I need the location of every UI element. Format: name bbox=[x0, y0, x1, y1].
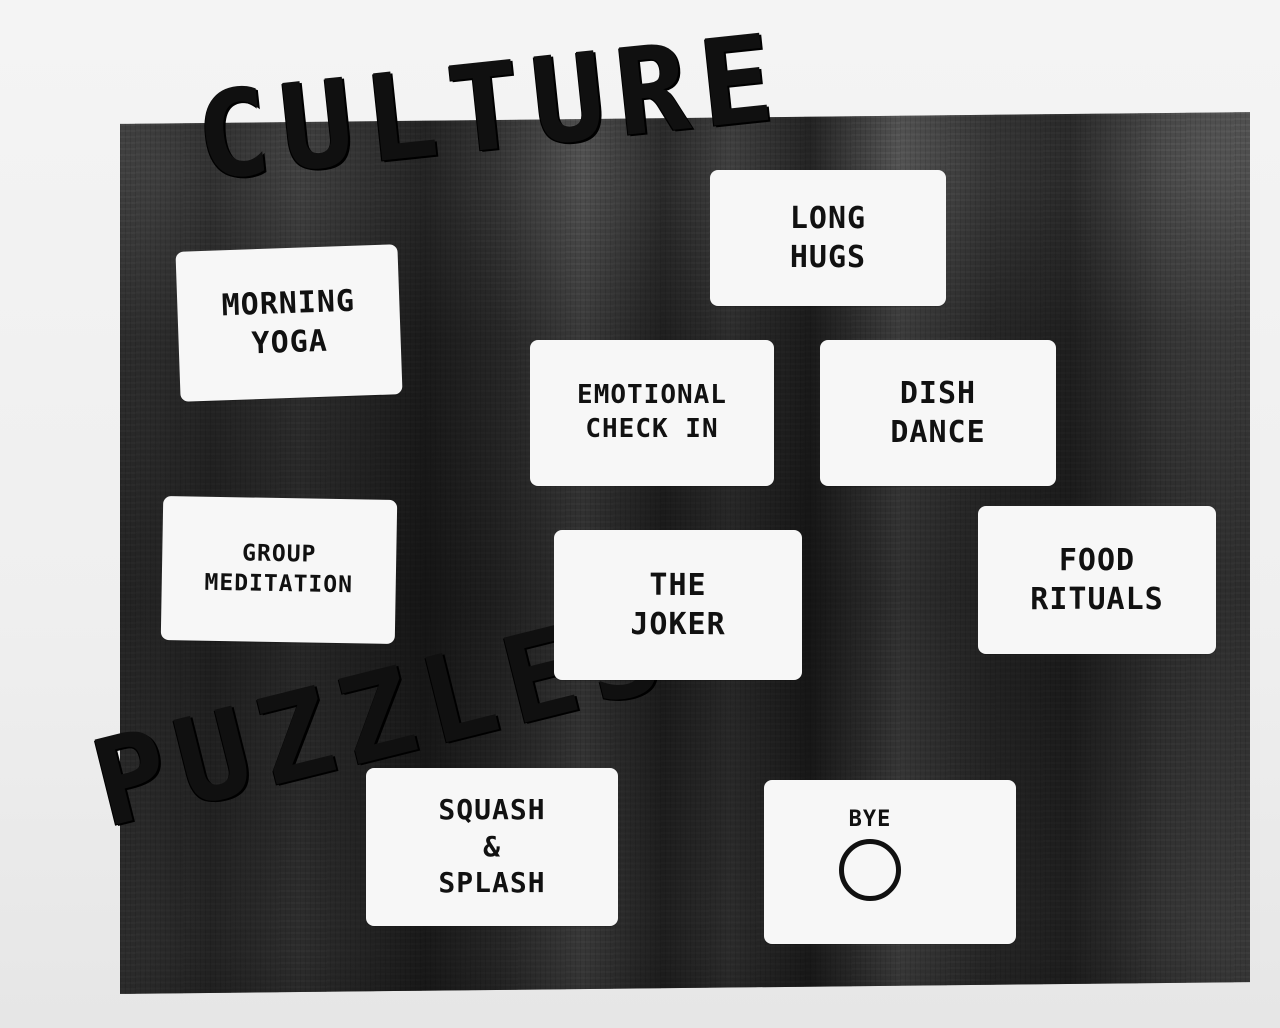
card-line: SPLASH bbox=[438, 866, 546, 900]
card-line: GROUP bbox=[241, 540, 317, 568]
card-line: THE bbox=[649, 568, 707, 603]
card-line: MEDITATION bbox=[204, 569, 354, 599]
card-morning-yoga: MORNING YOGA bbox=[175, 244, 403, 402]
circle-icon bbox=[839, 838, 901, 901]
card-line: EMOTIONAL bbox=[577, 380, 727, 411]
card-line: CHECK IN bbox=[585, 414, 719, 444]
card-the-joker: THE JOKER bbox=[554, 530, 802, 680]
card-group-meditation: GROUP MEDITATION bbox=[160, 495, 398, 645]
card-line: HUGS bbox=[789, 240, 867, 275]
card-emotional-check-in: EMOTIONAL CHECK IN bbox=[530, 340, 774, 486]
card-bye: BYE bbox=[764, 780, 1016, 944]
card-line: & bbox=[483, 829, 501, 863]
card-long-hugs: LONG HUGS bbox=[710, 170, 946, 306]
card-food-rituals: FOOD RITUALS bbox=[978, 506, 1216, 654]
card-line: BYE bbox=[848, 807, 892, 832]
card-line: LONG bbox=[789, 201, 867, 236]
card-line: DANCE bbox=[890, 415, 986, 450]
card-dish-dance: DISH DANCE bbox=[820, 340, 1056, 486]
card-line: YOGA bbox=[250, 323, 329, 362]
card-line: SQUASH bbox=[438, 793, 546, 827]
card-line: JOKER bbox=[630, 607, 726, 642]
card-line: DISH bbox=[899, 376, 977, 411]
card-line: FOOD bbox=[1058, 543, 1136, 578]
card-line: MORNING bbox=[221, 283, 356, 324]
card-squash-splash: SQUASH & SPLASH bbox=[366, 768, 618, 926]
card-line: RITUALS bbox=[1030, 582, 1164, 617]
